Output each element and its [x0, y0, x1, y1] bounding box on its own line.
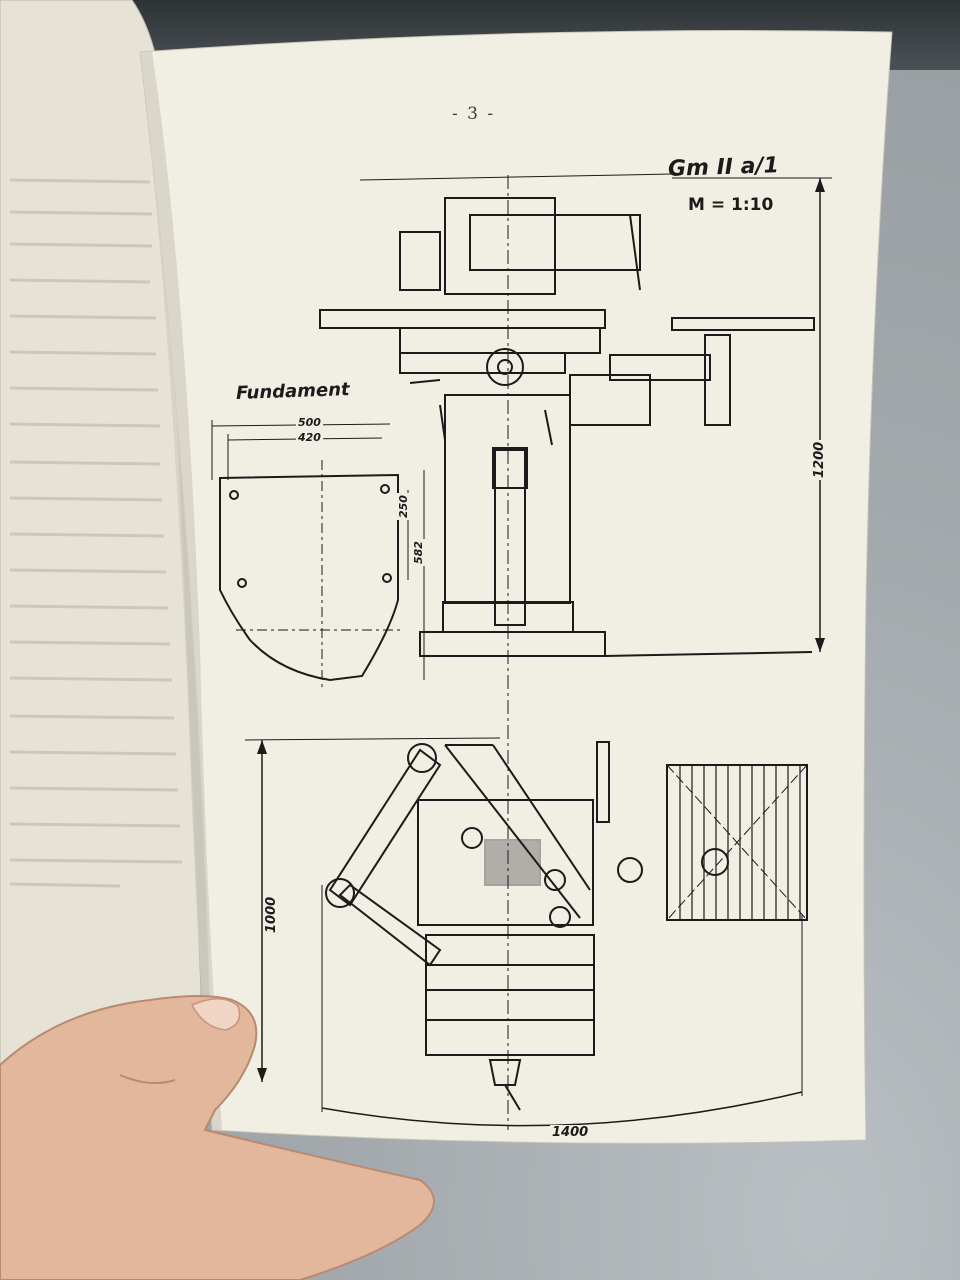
top-view-drawing: [244, 700, 808, 1130]
foundation-title: Fundament: [235, 379, 350, 404]
dimension-250: 250: [397, 493, 410, 520]
left-page-text-lines: [9, 178, 183, 888]
knuckle-crease: [119, 1074, 176, 1085]
dimension-420: 420: [296, 431, 323, 444]
page-number: - 3 -: [452, 104, 496, 124]
spine-shadow: [140, 52, 222, 1130]
drawing-scale: M = 1:10: [688, 195, 774, 215]
dimension-1200: 1200: [812, 439, 827, 480]
side-view-drawing: [319, 173, 832, 700]
model-designation: Gm II a/1: [667, 153, 780, 182]
dimension-500: 500: [296, 416, 323, 429]
hand: [0, 995, 435, 1280]
dimension-582: 582: [412, 539, 425, 566]
thumbnail-nail: [190, 998, 241, 1031]
dimension-1000: 1000: [264, 894, 279, 935]
dimension-1400: 1400: [550, 1125, 591, 1140]
